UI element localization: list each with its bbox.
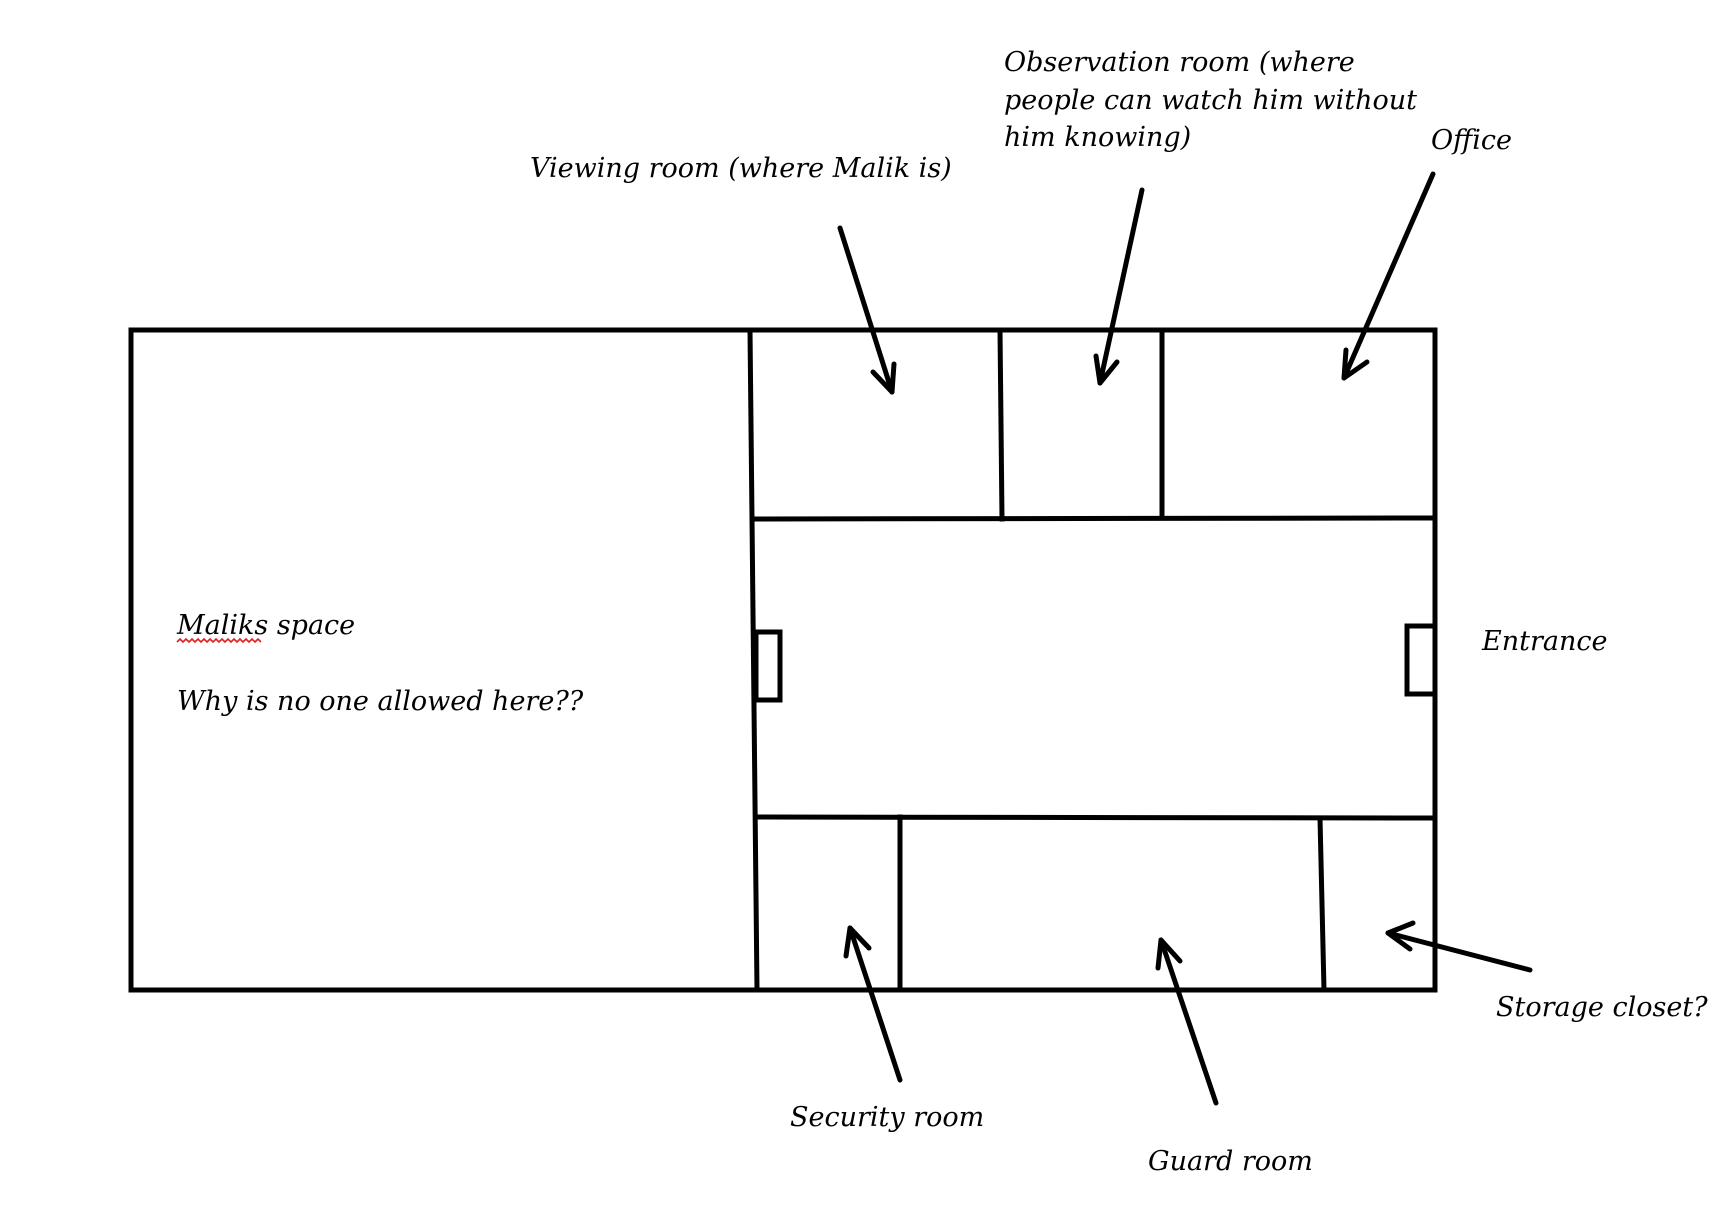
entrance-door bbox=[1404, 623, 1438, 697]
outer-wall bbox=[128, 327, 1438, 993]
guard-room-arrow bbox=[1155, 937, 1219, 1106]
inner-door bbox=[753, 629, 783, 703]
entrance-label: Entrance bbox=[1481, 626, 1607, 657]
viewing-observation-divider bbox=[997, 327, 1005, 522]
maliks-word: Maliks bbox=[176, 610, 268, 641]
viewing-room-arrow bbox=[837, 225, 897, 395]
guard-room-label: Guard room bbox=[1148, 1146, 1313, 1177]
storage-closet-label: Storage closet? bbox=[1496, 992, 1708, 1023]
spellcheck-underline bbox=[176, 637, 262, 644]
space-word: space bbox=[268, 610, 355, 641]
office-arrow bbox=[1341, 171, 1436, 381]
storage-closet-arrow bbox=[1385, 920, 1533, 973]
observation-room-label-line3: him knowing) bbox=[1004, 122, 1191, 153]
maliks-space-label: Maliks space bbox=[176, 610, 355, 641]
bottom-rooms-top-wall bbox=[753, 814, 1438, 821]
security-room-arrow bbox=[843, 925, 903, 1083]
observation-room-arrow bbox=[1093, 187, 1145, 386]
top-rooms-bottom-wall bbox=[750, 515, 1438, 522]
observation-room-label-line2: people can watch him without bbox=[1004, 85, 1417, 116]
office-label: Office bbox=[1431, 125, 1512, 156]
security-room-label: Security room bbox=[790, 1102, 984, 1133]
maliks-question-label: Why is no one allowed here?? bbox=[177, 686, 584, 717]
guard-storage-divider bbox=[1317, 815, 1327, 993]
viewing-room-label: Viewing room (where Malik is) bbox=[530, 153, 952, 184]
observation-room-label-line1: Observation room (where bbox=[1004, 47, 1355, 78]
